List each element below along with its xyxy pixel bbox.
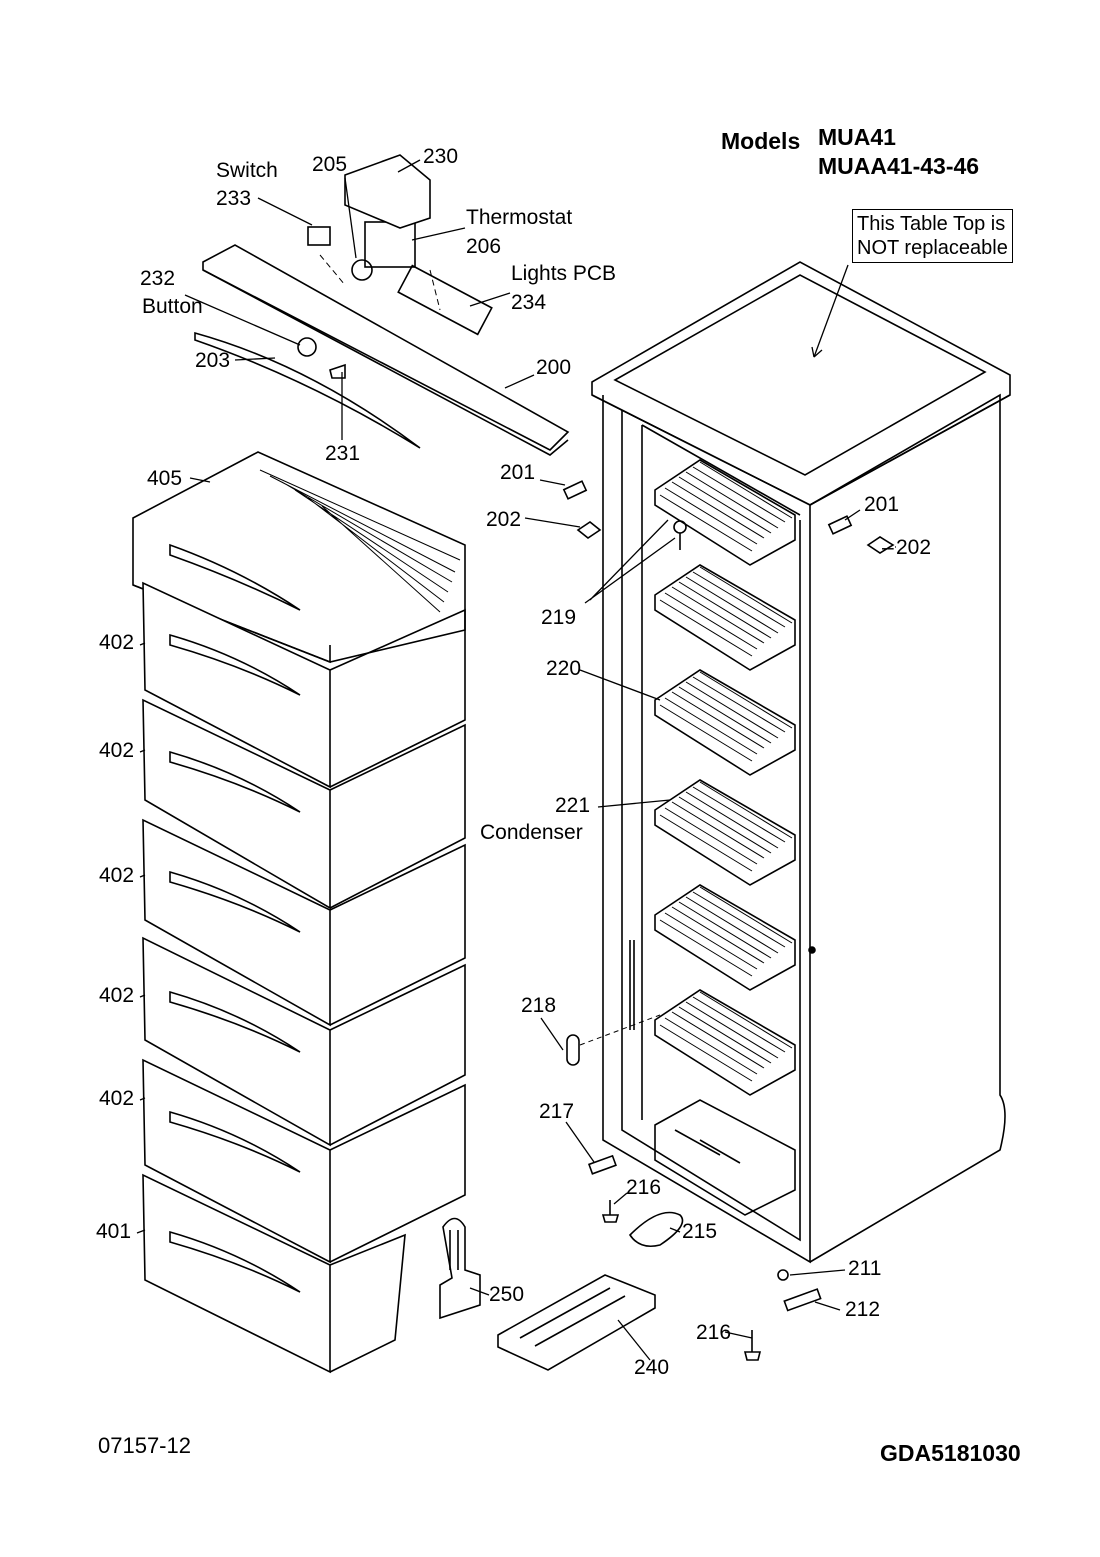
- callout-lights-pcb-name: Lights PCB: [511, 262, 617, 285]
- callout-402-1: 402: [99, 631, 135, 654]
- callout-206: 206: [466, 235, 502, 258]
- switch-body: [307, 226, 331, 246]
- thermostat-knob: [351, 259, 373, 281]
- cover-202a: [576, 521, 602, 539]
- shelf-5: [654, 884, 796, 991]
- control-panel-assembly: [194, 154, 570, 456]
- callout-240: 240: [634, 1356, 670, 1379]
- trim-203: [194, 331, 421, 449]
- evaporator-shelves: [654, 459, 796, 1216]
- callout-402-2: 402: [99, 739, 135, 762]
- cabinet-body: [602, 395, 811, 1264]
- hinge-201b: [827, 515, 853, 535]
- callout-leaders: [136, 159, 896, 1361]
- callout-233: 233: [216, 187, 252, 210]
- note-line-2: NOT replaceable: [857, 237, 1008, 259]
- callout-230: 230: [423, 145, 459, 168]
- drawer-402-1: [142, 581, 466, 789]
- callout-201-right: 201: [864, 493, 900, 516]
- freezer-drawers: [132, 451, 466, 1374]
- callout-200: 200: [536, 356, 572, 379]
- clip-231: [329, 363, 346, 379]
- callout-211: 211: [848, 1257, 882, 1280]
- callout-201-left: 201: [500, 461, 536, 484]
- note-line-1: This Table Top is: [857, 213, 1006, 235]
- freezer-cabinet: [591, 261, 1011, 1264]
- callout-215: 215: [682, 1220, 718, 1243]
- callout-234: 234: [511, 291, 547, 314]
- pin-218: [566, 1034, 580, 1066]
- callout-231: 231: [325, 442, 361, 465]
- ice-tray-240: [497, 1274, 656, 1371]
- leg-216b: [743, 1330, 762, 1361]
- shelf-1: [654, 459, 796, 566]
- callout-232: 232: [140, 267, 176, 290]
- callout-205: 205: [312, 153, 348, 176]
- models-word: Models: [721, 128, 801, 154]
- callout-218: 218: [521, 994, 557, 1017]
- callout-405: 405: [147, 467, 183, 490]
- shelf-2: [654, 564, 796, 671]
- callout-switch-name: Switch: [216, 159, 278, 182]
- callout-202-right-dash: –: [882, 536, 894, 559]
- hinge-pin-219: [673, 520, 687, 534]
- callout-condenser-name: Condenser: [480, 821, 583, 844]
- bracket-212: [783, 1288, 822, 1312]
- control-panel-200: [202, 244, 570, 451]
- callout-221: 221: [555, 794, 591, 817]
- callout-button-name: Button: [142, 295, 203, 318]
- bracket-217: [587, 1154, 617, 1175]
- callout-216-upper: 216: [626, 1176, 662, 1199]
- drawer-402-2: [142, 698, 466, 910]
- drawer-402-5: [142, 1058, 466, 1264]
- model-line-1: MUA41: [818, 124, 896, 150]
- ice-scraper-250: [439, 1217, 481, 1320]
- callout-402-3: 402: [99, 864, 135, 887]
- model-line-2: MUAA41-43-46: [818, 153, 980, 179]
- document-code: GDA5181030: [880, 1440, 1021, 1466]
- cover-202b: [866, 536, 895, 554]
- leg-216a: [601, 1200, 620, 1223]
- shelf-6: [654, 989, 796, 1096]
- callout-250: 250: [489, 1283, 525, 1306]
- shelf-4: [654, 779, 796, 886]
- callout-202-left: 202: [486, 508, 522, 531]
- callout-219: 219: [541, 606, 577, 629]
- callout-202-right: 202: [896, 536, 932, 559]
- thermostat-cover: [344, 154, 431, 229]
- thermostat-body: [364, 221, 416, 268]
- table-top-note: This Table Top is NOT replaceable: [852, 209, 1013, 263]
- drawer-402-3: [142, 818, 466, 1027]
- callout-203: 203: [195, 349, 231, 372]
- drawing-number: 07157-12: [98, 1433, 191, 1458]
- callout-402-5: 402: [99, 1087, 135, 1110]
- lights-pcb: [397, 264, 493, 336]
- callout-thermostat-name: Thermostat: [466, 206, 573, 229]
- hinge-parts: [562, 480, 895, 1361]
- callout-216-lower: 216: [696, 1321, 732, 1344]
- washer-211: [777, 1269, 789, 1281]
- drawer-402-4: [142, 936, 466, 1147]
- drawer-401: [142, 1173, 406, 1374]
- shelf-3: [654, 669, 796, 776]
- tube-215: [628, 1211, 684, 1248]
- callout-212: 212: [845, 1298, 881, 1321]
- callout-402-4: 402: [99, 984, 135, 1007]
- table-top-arrow: [813, 264, 849, 358]
- callout-217: 217: [539, 1100, 575, 1123]
- button-232: [297, 337, 317, 357]
- callout-220: 220: [546, 657, 582, 680]
- table-top: [591, 261, 1011, 506]
- callout-401: 401: [96, 1220, 132, 1243]
- hinge-201a: [562, 480, 588, 500]
